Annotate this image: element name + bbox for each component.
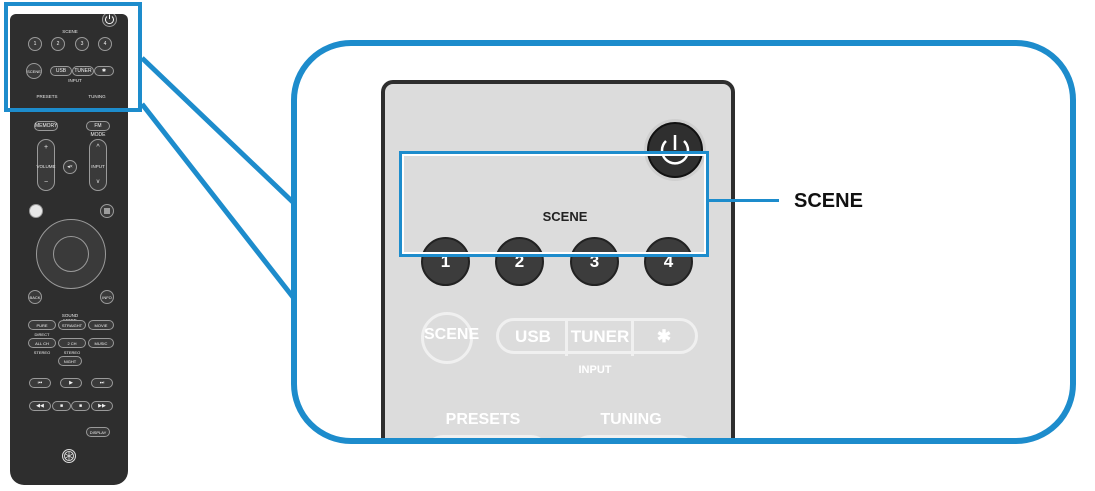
pure-direct-button[interactable]: PURE DIRECT [28,320,56,337]
zoom-bluetooth-button[interactable]: ✱ [656,327,672,346]
zoomed-remote-panel: SCENE 1 2 3 4 SCENE USB TUNER ✱ INPUT PR… [381,80,735,444]
scene-button[interactable]: SCENE [26,63,42,79]
power-icon [660,135,690,165]
volume-minus: − [43,179,49,186]
fast-forward-button[interactable]: ▶▶ [91,401,113,411]
zoom-scene-3-button[interactable]: 3 [570,237,619,286]
bluetooth-button[interactable]: ✱ [94,66,114,76]
zoom-input-divider-2 [631,321,634,356]
zoom-tuning-left[interactable]: < [588,439,608,444]
zoom-tuning-right[interactable]: > [658,439,678,444]
rewind-button[interactable]: ◀◀ [29,401,51,411]
remote-highlight-box [4,2,142,112]
tuning-label: TUNING [88,94,106,99]
memory-button[interactable]: MEMORY [34,121,58,131]
zoom-usb-button[interactable]: USB [515,327,551,346]
zoom-scene-4-button[interactable]: 4 [644,237,693,286]
input-up: ^ [96,144,100,151]
scene-1-button[interactable]: 1 [28,37,42,51]
cursor-ring[interactable] [36,219,106,289]
zoom-presets-left[interactable]: < [441,439,461,444]
stop-button[interactable]: ■ [52,401,71,411]
info-button[interactable]: INFO [100,290,114,304]
zoom-scene-2-button[interactable]: 2 [495,237,544,286]
scene-2-button[interactable]: 2 [51,37,65,51]
menu-icon [104,208,110,214]
scene-highlight-box [399,151,709,257]
pause-button[interactable]: ■ [71,401,90,411]
zoom-presets-label: PRESETS [445,411,521,428]
zoom-tuning-label: TUNING [600,411,662,428]
scene-4-button[interactable]: 4 [98,37,112,51]
callout-line [709,199,779,202]
input-label: INPUT [68,78,82,83]
zoom-input-group [496,318,698,354]
scene-label: SCENE [62,29,78,34]
zoom-scene-label: SCENE [542,209,588,224]
volume-rocker[interactable] [37,139,55,191]
power-button[interactable] [102,14,117,27]
display-button[interactable]: DISPLAY [86,427,110,437]
mute-button[interactable]: ◂× [63,160,77,174]
movie-button[interactable]: MOVIE [88,320,114,330]
callout-scene-label: SCENE [794,190,863,212]
next-button[interactable]: ⏭ [91,378,113,388]
back-button[interactable]: BACK [28,290,42,304]
presets-label: PRESETS [36,94,58,99]
prev-button[interactable]: ⏮ [29,378,51,388]
zoom-scene-button[interactable]: SCENE [421,312,479,364]
input-down: v [96,179,100,185]
volume-label: VOLUME [36,164,56,169]
music-button[interactable]: MUSIC [88,338,114,348]
option-button[interactable] [100,204,114,218]
zoom-input-label: INPUT [578,364,612,376]
fm-mode-button[interactable]: FM MODE [86,121,110,138]
play-button[interactable]: ▶ [60,378,82,388]
zoom-scene-button-label: SCENE [424,326,480,343]
zoom-tuner-button[interactable]: TUNER [570,327,630,346]
zoom-view: SCENE 1 2 3 4 SCENE USB TUNER ✱ INPUT PR… [291,40,1076,444]
yamaha-logo [62,449,76,463]
2ch-stereo-button[interactable]: 2 CH STEREO [58,338,86,355]
zoom-power-button[interactable] [647,122,703,178]
night-button[interactable]: NIGHT [58,356,82,366]
zoom-presets-rocker[interactable] [425,435,549,438]
tuner-button[interactable]: TUNER [72,66,94,76]
straight-button[interactable]: STRAIGHT [58,320,86,330]
power-icon [105,14,114,25]
usb-button[interactable]: USB [50,66,72,76]
volume-plus: + [43,144,49,151]
scene-3-button[interactable]: 3 [75,37,89,51]
zoom-scene-1-button[interactable]: 1 [421,237,470,286]
remote-control: SCENE 1 2 3 4 SCENE USB TUNER ✱ INPUT PR… [10,14,128,485]
enter-button[interactable] [53,236,89,272]
tuning-fork-logo-icon [64,451,74,461]
setup-button[interactable] [29,204,43,218]
input-rocker[interactable] [89,139,107,191]
all-ch-stereo-button[interactable]: ALL CH STEREO [28,338,56,355]
zoom-tuning-rocker[interactable] [572,435,696,438]
zoom-input-divider [565,321,568,356]
input-rocker-label: INPUT [91,164,105,169]
zoom-presets-right[interactable]: > [511,439,531,444]
